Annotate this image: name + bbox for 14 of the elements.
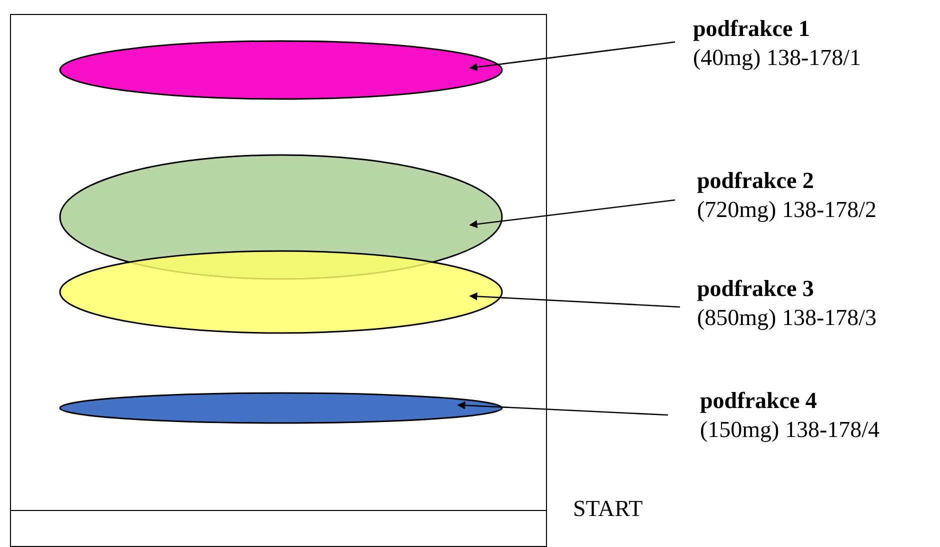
leader-line bbox=[469, 292, 680, 308]
fraction-name: podfrakce 4 bbox=[700, 387, 818, 415]
plate-outline bbox=[10, 14, 547, 547]
leader-line bbox=[457, 401, 668, 416]
start-line-label: START bbox=[573, 495, 643, 523]
fraction-name: podfrakce 2 bbox=[697, 167, 815, 195]
fraction-detail: (150mg) 138-178/4 bbox=[700, 416, 880, 444]
fraction-detail: (40mg) 138-178/1 bbox=[693, 44, 862, 72]
leader-line bbox=[469, 41, 676, 72]
fraction-name: podfrakce 1 bbox=[693, 15, 811, 43]
fraction-detail: (720mg) 138-178/2 bbox=[697, 196, 877, 224]
fraction-name: podfrakce 3 bbox=[697, 275, 815, 303]
fraction-detail: (850mg) 138-178/3 bbox=[697, 304, 877, 332]
leader-line bbox=[469, 199, 676, 228]
